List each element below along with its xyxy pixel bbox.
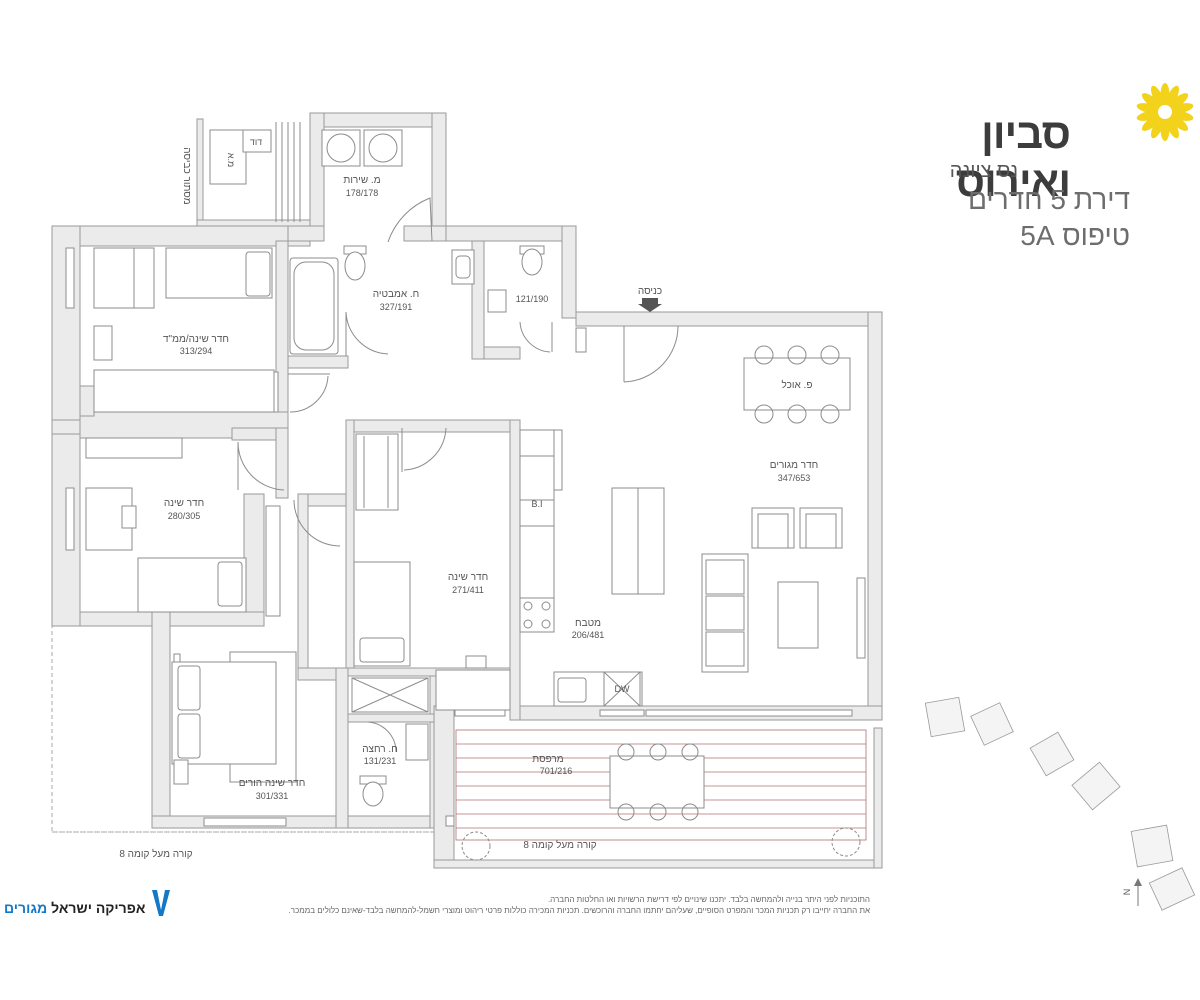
sunflower-petal [1151, 116, 1165, 139]
north-arrow-icon [1134, 878, 1142, 906]
north-label: N [1122, 889, 1132, 896]
balcony-name: מרפסת [532, 754, 564, 765]
laundry-name: מ. שירות [343, 175, 380, 186]
site-plan-icons [924, 696, 1196, 911]
kitchen-dims: 206/481 [572, 630, 605, 640]
sunflower-petal [1141, 93, 1162, 110]
shower-name: ח. רחצה [362, 744, 398, 755]
sunflower-logo-icon [1136, 83, 1194, 141]
developer-mark-icon [152, 890, 170, 916]
boiler-label: דוד [250, 137, 262, 147]
shower-dims: 131/231 [364, 756, 397, 766]
bed2-name: חדר שינה [164, 498, 204, 509]
bed3-name: חדר שינה [448, 572, 488, 583]
disclaimer-line-1: התוכניות לפני היתר בנייה ולהמחשה בלבד. י… [547, 895, 870, 904]
toilet-dims: 121/190 [516, 294, 549, 304]
sunflower-petal [1151, 85, 1165, 108]
bath-name: ח. אמבטיה [373, 289, 420, 300]
disclaimer: התוכניות לפני היתר בנייה ולהמחשה בלבד. י… [190, 894, 870, 916]
balcony-dims: 701/216 [540, 766, 573, 776]
sunflower-petal [1141, 114, 1162, 131]
sunflower-petal [1168, 114, 1189, 131]
dining-name: פ. אוכל [782, 379, 813, 391]
developer-name-part2: מגורים [4, 900, 48, 916]
kitchen-name: מטבח [575, 618, 601, 629]
bath-dims: 327/191 [380, 302, 413, 312]
master-name: חדר שינה הורים [239, 778, 306, 789]
living-name: חדר מגורים [770, 460, 818, 471]
developer-logo: אפריקה ישראל מגורים [4, 888, 174, 918]
bed-mamad-name: חדר שינה/ממ"ד [163, 334, 229, 345]
ma-label: מ.א [226, 153, 236, 167]
laundry-dims: 178/178 [346, 188, 379, 198]
master-dims: 301/331 [256, 791, 289, 801]
gas-storage-label: מסתור כביסה [181, 147, 192, 205]
developer-name-part1: אפריקה ישראל [51, 900, 146, 916]
apartment-type: טיפוס 5A [1020, 220, 1130, 251]
fixtures [85, 122, 867, 861]
doors [237, 197, 679, 753]
sunflower-petal [1165, 85, 1179, 108]
entrance-arrow-icon [638, 298, 662, 312]
apartment-title: דירת 5 חדרים [967, 184, 1130, 215]
disclaimer-line-2: את החברה יחייבו רק תכניות המכר והמפרט הס… [288, 906, 870, 915]
beam-label-left: קורה מעל קומה 8 [119, 848, 192, 860]
bed3-dims: 271/411 [452, 585, 484, 595]
room-labels: מ. שירות 178/178 ח. אמבטיה 327/191 121/1… [119, 137, 1132, 895]
developer-name: אפריקה ישראל מגורים [4, 900, 145, 916]
bed-mamad-dims: 313/294 [180, 346, 213, 356]
walls [51, 112, 883, 869]
sunflower-petal [1165, 116, 1179, 139]
living-dims: 347/653 [778, 473, 811, 483]
brand-city: נס ציונה [949, 160, 1018, 182]
sunflower-petal [1168, 93, 1189, 110]
beam-label-right: קורה מעל קומה 8 [523, 839, 596, 851]
bed2-dims: 280/305 [168, 511, 201, 521]
brand-name: סביון ואירוס [955, 110, 1071, 205]
dw-label: DW [615, 684, 630, 694]
entrance-label: כניסה [638, 286, 662, 297]
bi-label: B.I [531, 499, 542, 509]
